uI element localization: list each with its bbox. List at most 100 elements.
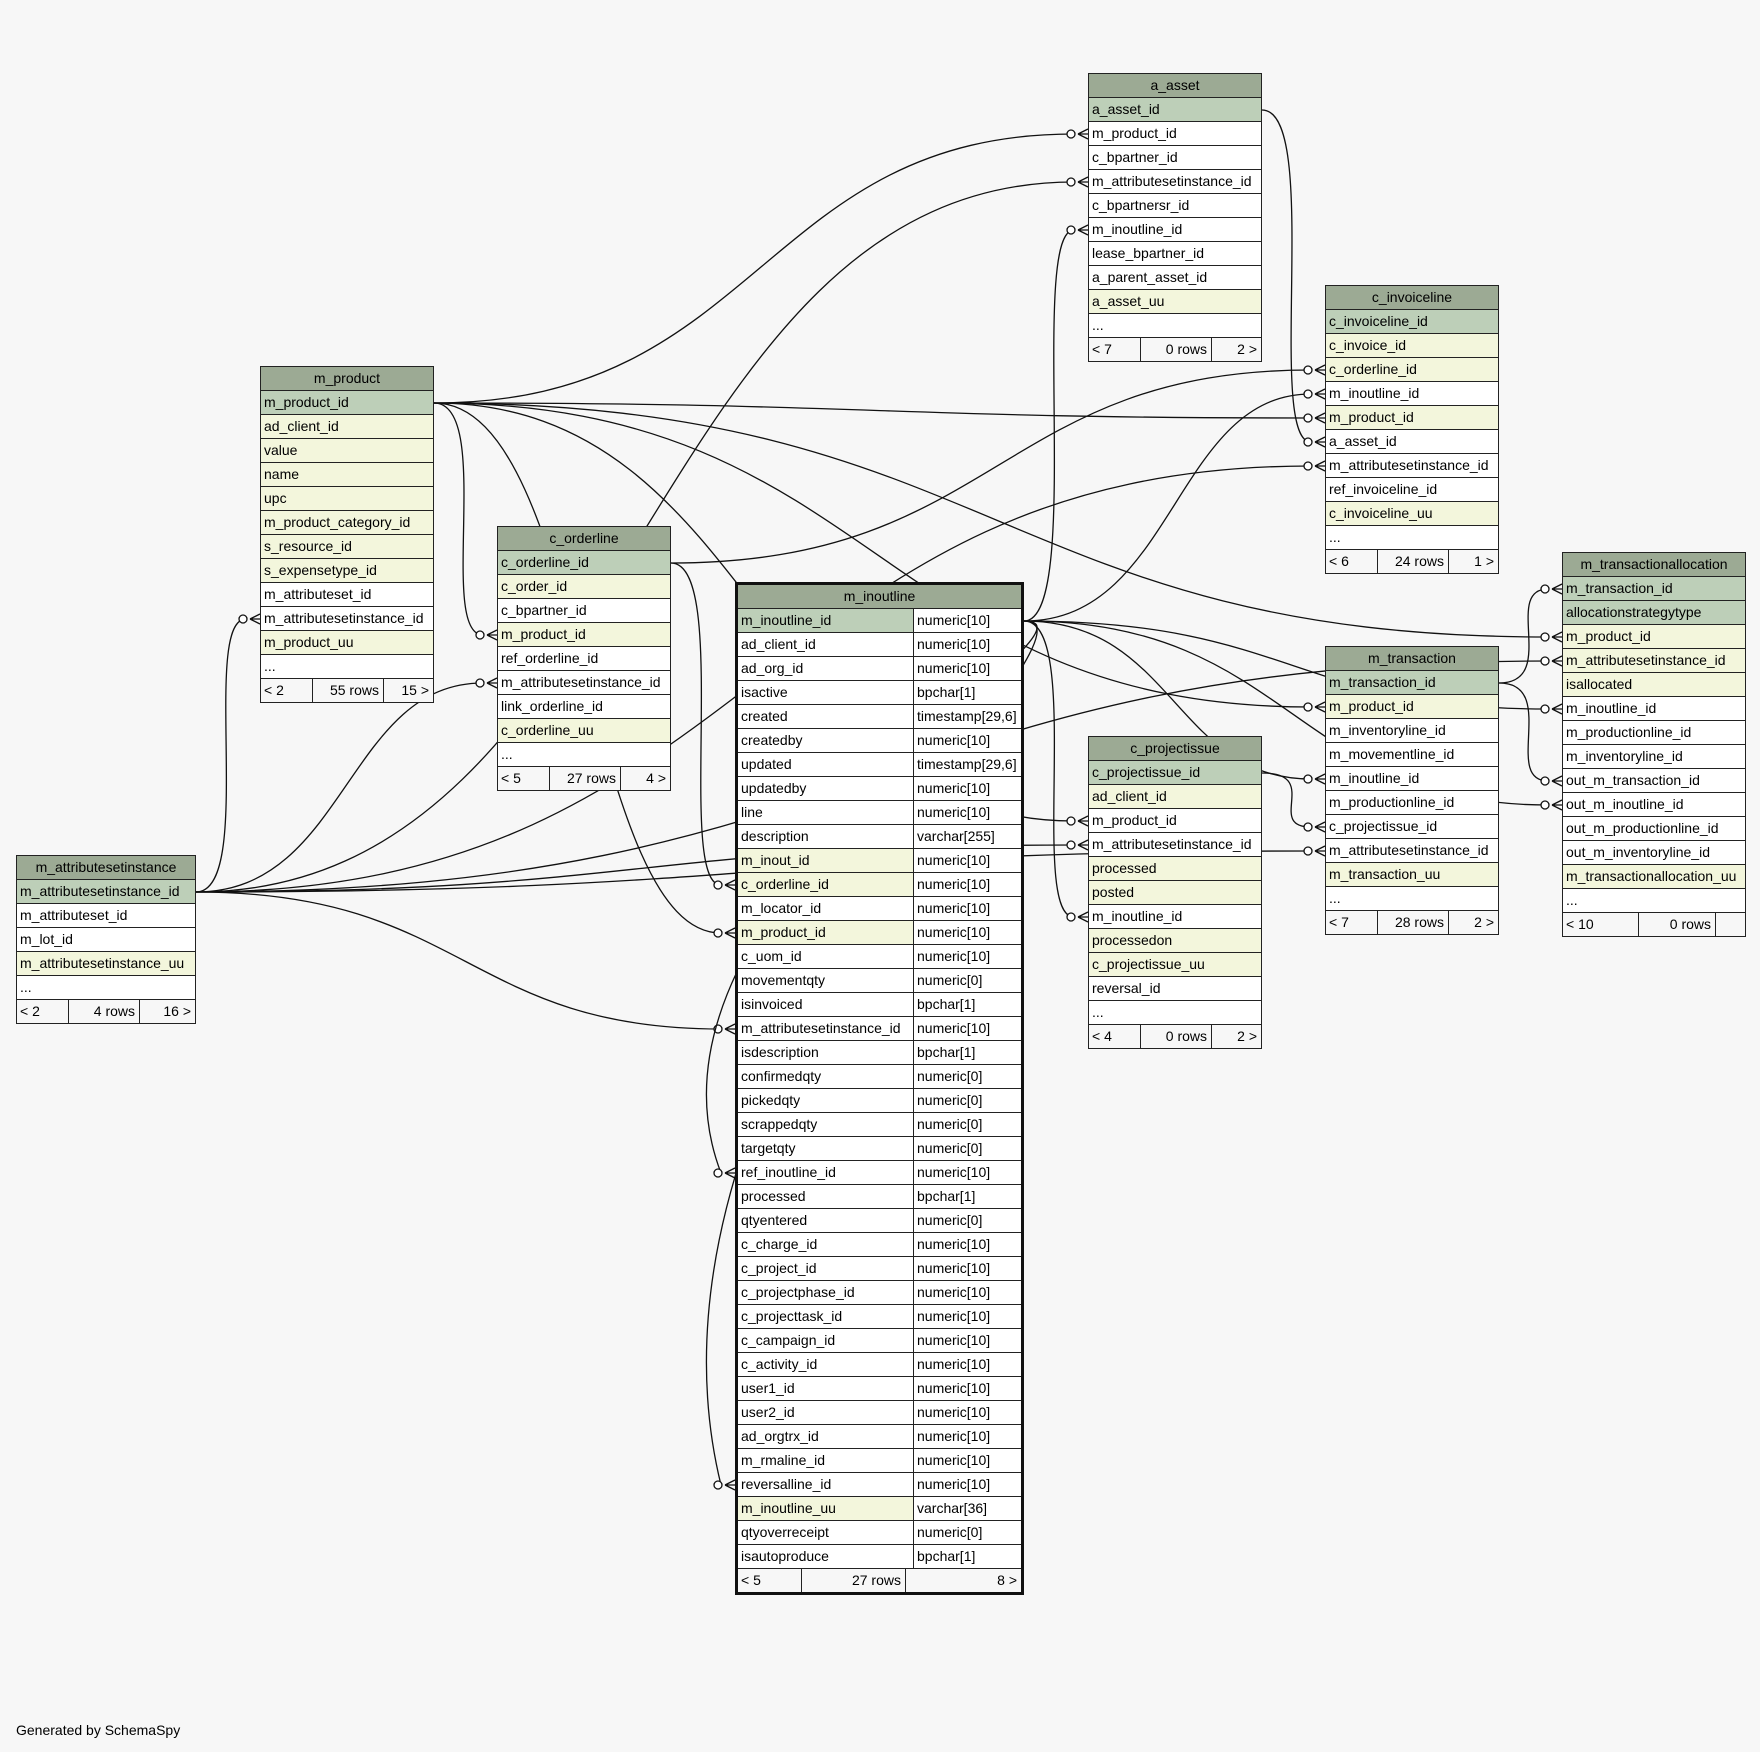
column-row[interactable]: ad_client_id — [261, 415, 433, 439]
column-row[interactable]: c_projectissue_id — [1089, 761, 1261, 785]
children-link[interactable]: 2 > — [1474, 914, 1494, 930]
column-row[interactable]: c_order_id — [498, 575, 670, 599]
column-row[interactable]: m_productionline_id — [1326, 791, 1498, 815]
column-row[interactable]: c_orderline_id — [498, 551, 670, 575]
column-row[interactable]: ... — [1326, 526, 1498, 550]
column-row[interactable]: a_asset_id — [1089, 98, 1261, 122]
column-row[interactable]: m_attributesetinstance_uu — [17, 952, 195, 976]
table-header[interactable]: c_invoiceline — [1326, 286, 1498, 310]
column-row[interactable]: m_inoutline_id — [1563, 697, 1745, 721]
column-row[interactable]: m_product_uu — [261, 631, 433, 655]
column-row[interactable]: m_product_category_id — [261, 511, 433, 535]
column-row[interactable]: c_orderline_uu — [498, 719, 670, 743]
table-header[interactable]: m_inoutline — [738, 585, 1021, 609]
column-row[interactable]: ... — [498, 743, 670, 767]
children-link[interactable]: 2 > — [1237, 341, 1257, 357]
column-row[interactable]: c_bpartner_id — [498, 599, 670, 623]
table-header[interactable]: m_transactionallocation — [1563, 553, 1745, 577]
column-row[interactable]: c_bpartner_id — [1089, 146, 1261, 170]
column-row[interactable]: processed — [1089, 857, 1261, 881]
column-row[interactable]: m_product_id — [1563, 625, 1745, 649]
column-row[interactable]: c_invoiceline_id — [1326, 310, 1498, 334]
column-row[interactable]: m_product_id — [1326, 695, 1498, 719]
table-header[interactable]: c_orderline — [498, 527, 670, 551]
column-row[interactable]: c_invoice_id — [1326, 334, 1498, 358]
column-row[interactable]: m_inventoryline_id — [1563, 745, 1745, 769]
table-header[interactable]: c_projectissue — [1089, 737, 1261, 761]
column-row[interactable]: allocationstrategytype — [1563, 601, 1745, 625]
column-row[interactable]: m_attributesetinstance_id — [498, 671, 670, 695]
table-header[interactable]: m_attributesetinstance — [17, 856, 195, 880]
table-m_attributesetinstance[interactable]: m_attributesetinstance m_attributesetinst… — [16, 855, 196, 1024]
column-row[interactable]: s_expensetype_id — [261, 559, 433, 583]
column-row[interactable]: m_product_id — [498, 623, 670, 647]
column-row[interactable]: c_invoiceline_uu — [1326, 502, 1498, 526]
column-row[interactable]: m_transactionallocation_uu — [1563, 865, 1745, 889]
table-header[interactable]: m_transaction — [1326, 647, 1498, 671]
column-row[interactable]: s_resource_id — [261, 535, 433, 559]
parents-link[interactable]: < 6 — [1326, 550, 1378, 573]
table-header[interactable]: m_product — [261, 367, 433, 391]
parents-link[interactable]: < 7 — [1089, 338, 1141, 361]
column-row[interactable]: m_inventoryline_id — [1326, 719, 1498, 743]
column-row[interactable]: c_orderline_id — [1326, 358, 1498, 382]
children-link[interactable]: 4 > — [646, 770, 666, 786]
column-row[interactable]: link_orderline_id — [498, 695, 670, 719]
children-link[interactable]: 8 > — [997, 1572, 1017, 1588]
column-row[interactable]: m_productionline_id — [1563, 721, 1745, 745]
column-row[interactable]: a_asset_id — [1326, 430, 1498, 454]
column-row[interactable]: m_product_id — [1089, 809, 1261, 833]
column-row[interactable]: ... — [261, 655, 433, 679]
column-row[interactable]: c_bpartnersr_id — [1089, 194, 1261, 218]
column-row[interactable]: ref_orderline_id — [498, 647, 670, 671]
column-row[interactable]: m_attributeset_id — [17, 904, 195, 928]
column-row[interactable]: m_movementline_id — [1326, 743, 1498, 767]
column-row[interactable]: ... — [17, 976, 195, 1000]
children-link[interactable]: 16 > — [163, 1003, 191, 1019]
parents-link[interactable]: < 2 — [17, 1000, 69, 1023]
column-row[interactable]: m_transaction_uu — [1326, 863, 1498, 887]
column-row[interactable]: m_attributesetinstance_id — [1563, 649, 1745, 673]
children-link[interactable]: 2 > — [1237, 1028, 1257, 1044]
column-row[interactable]: out_m_transaction_id — [1563, 769, 1745, 793]
parents-link[interactable]: < 10 — [1563, 913, 1639, 936]
column-row[interactable]: reversal_id — [1089, 977, 1261, 1001]
column-row[interactable]: m_inoutline_id — [1326, 767, 1498, 791]
column-row[interactable]: c_projectissue_id — [1326, 815, 1498, 839]
column-row[interactable]: ... — [1326, 887, 1498, 911]
parents-link[interactable]: < 2 — [261, 679, 313, 702]
column-row[interactable]: ... — [1089, 314, 1261, 338]
